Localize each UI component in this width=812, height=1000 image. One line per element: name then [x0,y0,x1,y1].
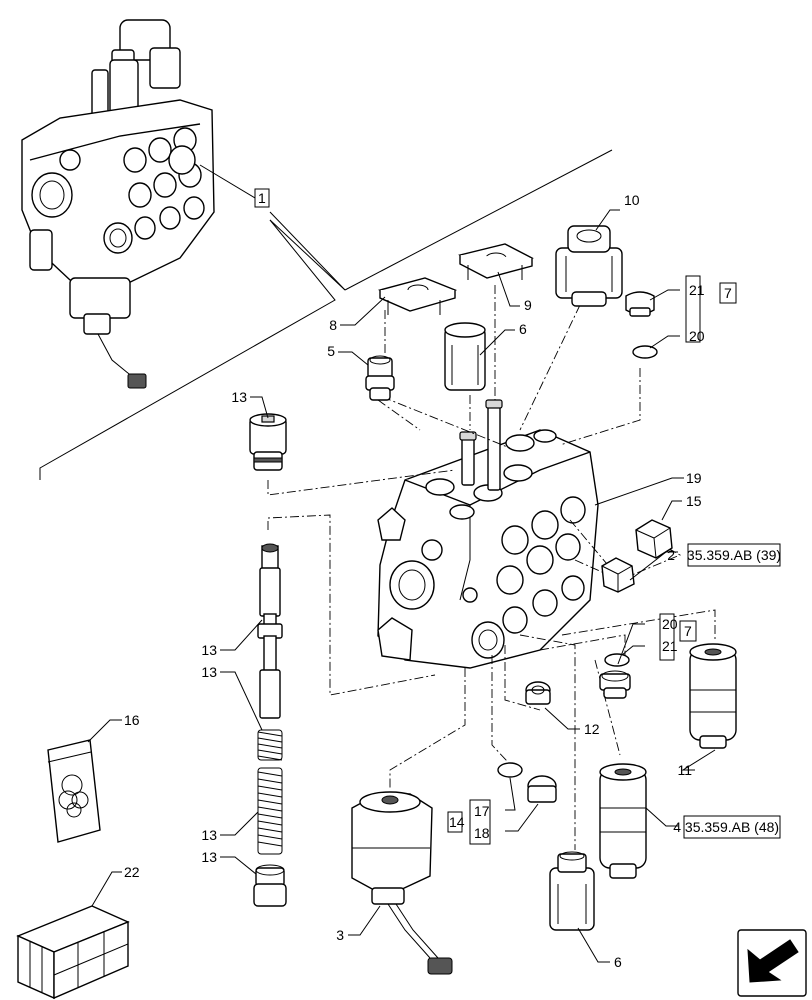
label-15: 15 [686,493,702,509]
part-labels: 1 2 3 4 5 6 6 7 7 8 9 10 11 12 13 13 13 … [124,190,781,970]
inset-separator [39,149,613,480]
reference-boxes [254,188,781,845]
label-10: 10 [624,192,640,208]
part-13-spool [257,543,283,719]
label-8: 8 [329,317,337,333]
label-6-upper: 6 [519,321,527,337]
part-6-lower-cartridge [549,851,595,931]
part-21-lower-plug [599,670,631,699]
label-5: 5 [327,343,335,359]
label-21-lower: 21 [662,638,678,654]
part-12-plug [525,681,551,705]
part-13-plug [249,413,287,471]
label-7-upper: 7 [724,285,732,301]
part-15-plug [635,519,673,559]
label-4: 4 [673,819,681,835]
label-13-spool: 13 [201,642,217,658]
assembly-lines [267,285,716,850]
part-13-large-spring [257,767,283,855]
label-19: 19 [686,470,702,486]
seal-kit-bag-icon [47,739,101,843]
reference-35-359-ab-39: 35.359.AB (39) [687,547,781,563]
label-7-lower: 7 [684,623,692,639]
part-3-actuator [351,791,453,975]
navigation-arrow-icon[interactable] [737,929,807,997]
label-13-end-cap: 13 [201,849,217,865]
label-1: 1 [258,190,266,206]
part-13-end-cap [253,864,287,907]
label-18: 18 [474,825,490,841]
label-13-small-spring: 13 [201,664,217,680]
part-13-small-spring [257,729,283,761]
label-21-upper: 21 [689,282,705,298]
part-6-upper-cartridge [444,322,486,391]
part-20-upper-oring [632,345,658,359]
label-14: 14 [449,814,465,830]
part-4-cartridge [599,763,647,879]
label-2: 2 [667,547,675,563]
part-20-lower-oring [604,653,630,667]
label-20-upper: 20 [689,328,705,344]
part-9-flange [458,243,534,280]
label-17: 17 [474,803,490,819]
part-18-plug [527,775,557,803]
part-21-upper-plug [625,291,655,317]
label-11: 11 [677,762,692,778]
label-16: 16 [124,712,140,728]
label-3: 3 [336,927,344,943]
label-13-large-spring: 13 [201,827,217,843]
part-2-plug [601,557,635,593]
valve-body [377,399,599,669]
label-13-plug: 13 [231,389,247,405]
inset-valve-assembly [21,19,215,389]
label-22: 22 [124,864,140,880]
part-10-cap [555,225,623,307]
shipping-crate-icon [16,905,130,1000]
label-6-lower: 6 [614,954,622,970]
part-11-cartridge [689,643,737,749]
part-17-oring [497,762,523,778]
part-5-fitting [365,355,395,401]
label-20-lower: 20 [662,616,678,632]
leader-lines [87,164,716,963]
label-9: 9 [524,297,532,313]
label-12: 12 [584,721,600,737]
part-8-flange [377,277,458,315]
reference-35-359-ab-48: 35.359.AB (48) [685,819,779,835]
